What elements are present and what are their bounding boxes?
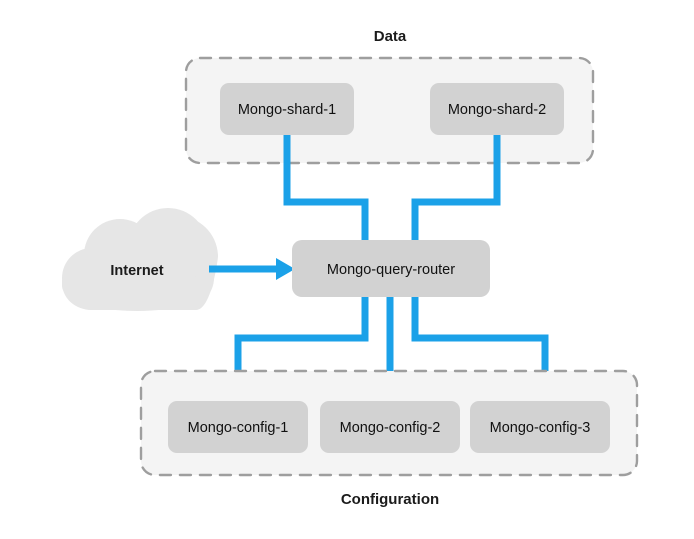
- node-mongo-config-1-box[interactable]: [168, 401, 308, 453]
- node-mongo-config-3-label: Mongo-config-3: [490, 420, 591, 436]
- node-mongo-query-router[interactable]: Mongo-query-router: [292, 240, 490, 297]
- node-mongo-query-router-box[interactable]: [292, 240, 490, 297]
- node-mongo-shard-2[interactable]: Mongo-shard-2: [430, 83, 564, 135]
- node-mongo-config-3[interactable]: Mongo-config-3: [470, 401, 610, 453]
- connector-internet-arrowhead: [276, 258, 295, 280]
- internet-cloud-body: [70, 268, 200, 310]
- node-mongo-config-2[interactable]: Mongo-config-2: [320, 401, 460, 453]
- node-mongo-shard-2-label: Mongo-shard-2: [448, 102, 546, 118]
- node-mongo-config-1[interactable]: Mongo-config-1: [168, 401, 308, 453]
- node-mongo-config-2-label: Mongo-config-2: [340, 420, 441, 436]
- connector-shard1-to-router: [283, 120, 369, 243]
- config-group-label: Configuration: [341, 491, 439, 508]
- data-group-label: Data: [374, 28, 407, 45]
- node-mongo-config-3-box[interactable]: [470, 401, 610, 453]
- node-mongo-shard-1-box[interactable]: [220, 83, 354, 135]
- node-mongo-config-1-label: Mongo-config-1: [188, 420, 289, 436]
- internet-cloud-label: Internet: [110, 263, 163, 279]
- node-mongo-shard-1[interactable]: Mongo-shard-1: [220, 83, 354, 135]
- node-mongo-shard-2-box[interactable]: [430, 83, 564, 135]
- node-mongo-config-2-box[interactable]: [320, 401, 460, 453]
- internet-cloud[interactable]: Internet: [62, 208, 218, 311]
- connector-shard2-to-router: [411, 120, 501, 243]
- node-mongo-shard-1-label: Mongo-shard-1: [238, 102, 336, 118]
- connector-internet-to-router: [209, 258, 295, 280]
- node-mongo-query-router-label: Mongo-query-router: [327, 262, 455, 278]
